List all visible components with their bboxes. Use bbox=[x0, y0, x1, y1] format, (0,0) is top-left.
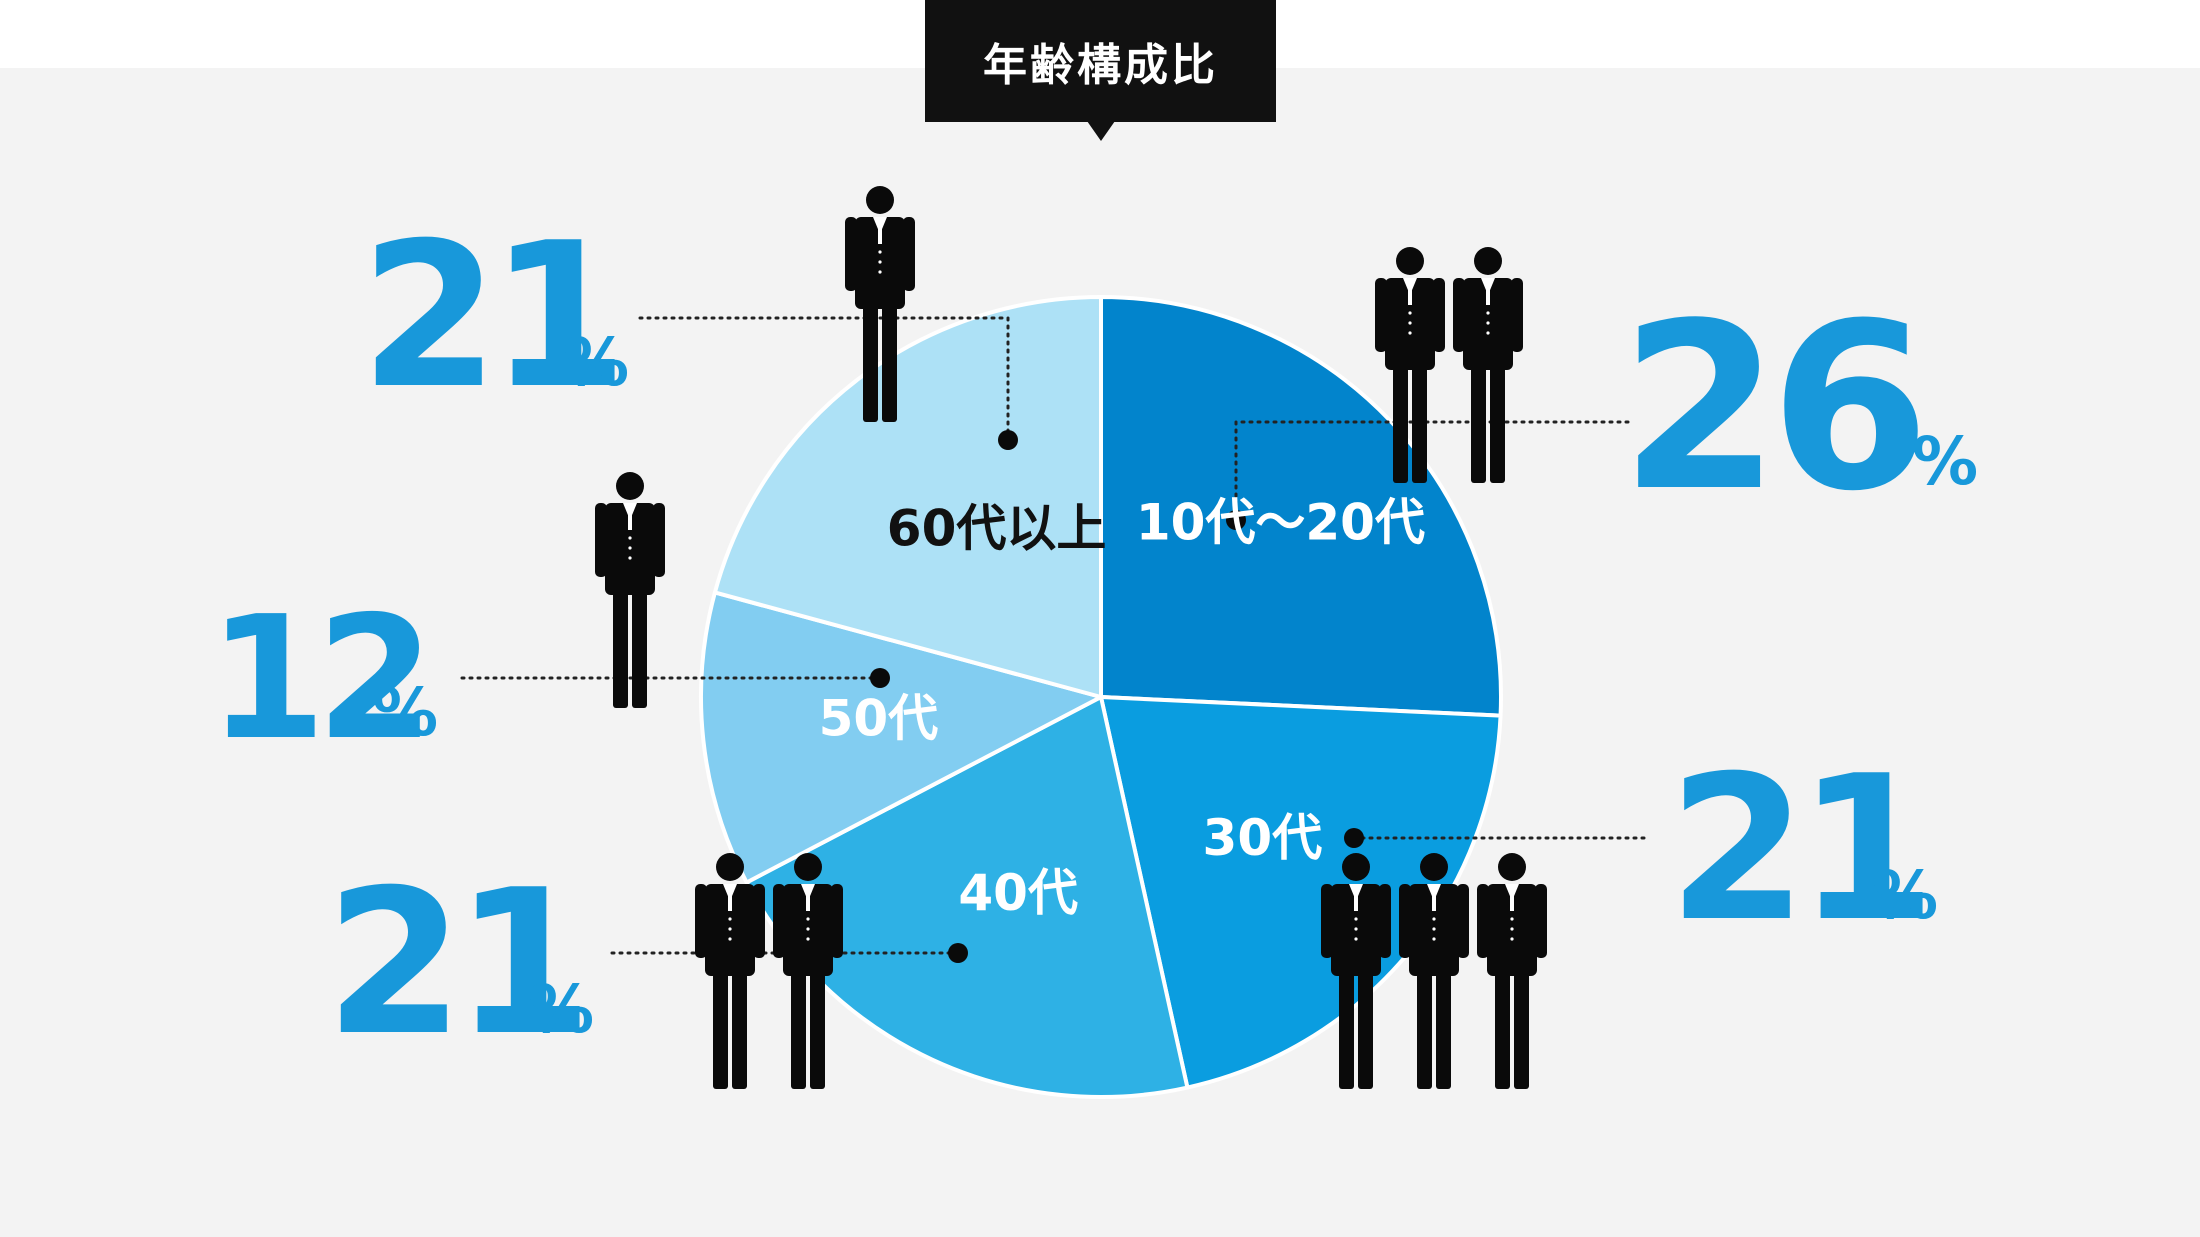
leader-dot-2 bbox=[948, 943, 968, 963]
person-icon bbox=[695, 853, 765, 1089]
leader-dot-1 bbox=[1344, 828, 1364, 848]
person-icon bbox=[595, 472, 665, 708]
percent-symbol-1: % bbox=[1872, 857, 1938, 934]
slice-label-2: 40代 bbox=[958, 864, 1078, 922]
chart-title: 年齢構成比 bbox=[983, 40, 1218, 91]
person-icon bbox=[773, 853, 843, 1089]
title-pointer-arrow bbox=[1087, 121, 1115, 141]
slice-label-1: 30代 bbox=[1203, 809, 1323, 867]
person-icon bbox=[1321, 853, 1391, 1089]
percent-value-3: 12 bbox=[208, 580, 425, 778]
person-icon bbox=[1477, 853, 1547, 1089]
leader-dot-0 bbox=[1226, 510, 1246, 530]
percent-symbol-2: % bbox=[528, 971, 594, 1048]
person-icon bbox=[1399, 853, 1469, 1089]
percent-symbol-4: % bbox=[563, 324, 629, 401]
pie-slice-4 bbox=[712, 295, 1103, 699]
percent-value-1: 21 bbox=[1668, 733, 1926, 966]
percent-value-2: 21 bbox=[325, 847, 583, 1080]
slice-label-0: 10代〜20代 bbox=[1136, 493, 1425, 551]
percent-symbol-3: % bbox=[372, 674, 438, 751]
leader-dot-3 bbox=[870, 668, 890, 688]
pie-slice-0 bbox=[1099, 295, 1503, 718]
percent-symbol-0: % bbox=[1912, 423, 1978, 500]
pie-slices bbox=[699, 295, 1503, 1099]
percent-value-0: 26 bbox=[1620, 275, 1920, 542]
slice-label-4: 60代以上 bbox=[887, 499, 1107, 557]
slice-label-3: 50代 bbox=[819, 690, 939, 748]
percent-labels: 26%21%21%12%21% bbox=[208, 200, 1978, 1080]
percent-value-4: 21 bbox=[360, 200, 618, 433]
slice-labels: 10代〜20代 30代 40代 50代 60代以上 bbox=[819, 493, 1425, 922]
person-icon bbox=[1453, 247, 1523, 483]
leader-line-4 bbox=[636, 316, 1010, 442]
chart-title-box: 年齢構成比 bbox=[925, 0, 1276, 122]
leader-dot-4 bbox=[998, 430, 1018, 450]
